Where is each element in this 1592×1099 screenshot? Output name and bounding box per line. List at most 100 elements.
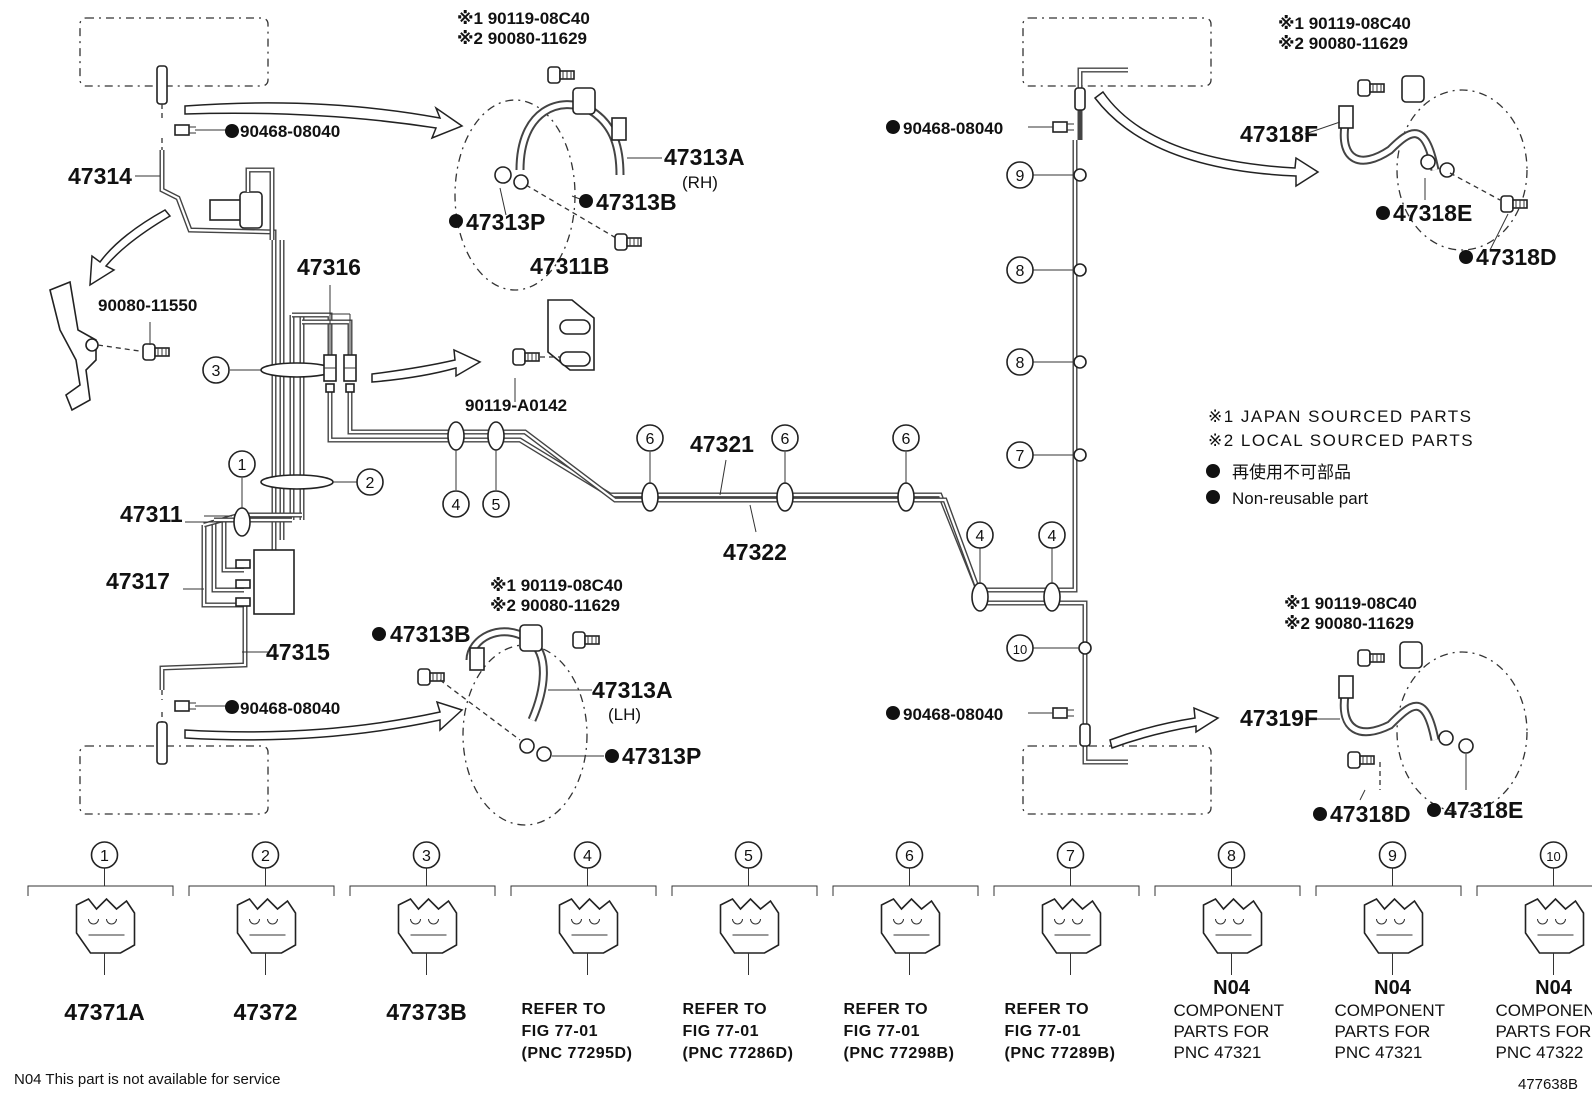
callout-1: 1 bbox=[228, 450, 256, 478]
clamp-text-line: PNC 47321 bbox=[1335, 1043, 1423, 1062]
clamp-6-marker-c bbox=[897, 482, 915, 512]
label-47316: 47316 bbox=[297, 254, 361, 280]
clamp-text-line: COMPONENT bbox=[1335, 1001, 1446, 1020]
clamp-icon bbox=[719, 897, 780, 954]
bolt-ref-top-right-2: ※2 90080-11629 bbox=[1278, 34, 1408, 53]
svg-text:10: 10 bbox=[1013, 642, 1027, 657]
svg-text:6: 6 bbox=[781, 431, 790, 448]
label-47313A-lh: 47313A bbox=[592, 677, 673, 703]
clamp-callout-circle bbox=[895, 841, 924, 869]
clamp-callout-number: 7 bbox=[1066, 848, 1075, 865]
clamp-text-line: PARTS FOR bbox=[1496, 1022, 1592, 1041]
callout-7: 7 bbox=[1006, 441, 1034, 469]
connector-block-icon bbox=[209, 167, 275, 240]
clamp-4-marker-c bbox=[1043, 582, 1061, 612]
bracket-icon bbox=[49, 280, 170, 412]
non-reusable-dot bbox=[372, 627, 386, 641]
hose-47319F bbox=[1338, 641, 1528, 813]
label-47318E-br: 47318E bbox=[1444, 797, 1523, 823]
clamp-text-line: (PNC 77289B) bbox=[1005, 1045, 1116, 1062]
label-47318F: 47318F bbox=[1240, 121, 1318, 147]
label-47321: 47321 bbox=[690, 431, 754, 457]
clamp-text-line: (PNC 77295D) bbox=[522, 1045, 633, 1062]
clamp-callout-circle bbox=[1539, 841, 1568, 869]
clamp-callout-circle bbox=[1217, 841, 1246, 869]
label-47314: 47314 bbox=[68, 163, 132, 189]
clamp-callout-number: 9 bbox=[1388, 848, 1397, 865]
bolt-ref-top-mid-2: ※2 90080-11629 bbox=[457, 29, 587, 48]
clip-7-marker bbox=[1073, 448, 1087, 462]
clamp-text-line: COMPONENT bbox=[1496, 1001, 1592, 1020]
clamp-icon bbox=[1202, 897, 1263, 954]
clamp-callout-circle bbox=[573, 841, 602, 869]
non-reusable-dot bbox=[225, 700, 239, 714]
clamp-text-line: PNC 47321 bbox=[1174, 1043, 1262, 1062]
clamp-text-line: PNC 47322 bbox=[1496, 1043, 1584, 1062]
pipe-bundle bbox=[279, 240, 353, 540]
bracket-47311B bbox=[512, 299, 595, 371]
callout-2: 2 bbox=[356, 468, 384, 496]
arrow-to-47318F bbox=[1093, 90, 1320, 188]
figure-id: 477638B bbox=[1518, 1076, 1578, 1093]
svg-text:4: 4 bbox=[1048, 528, 1057, 545]
right-rear-tube-end bbox=[1052, 707, 1128, 765]
bolt-ref-top-mid-1: ※1 90119-08C40 bbox=[457, 9, 590, 28]
arrow-to-rh-hose bbox=[184, 102, 464, 140]
clamp-text-line: REFER TO bbox=[844, 1001, 929, 1018]
arrow-to-lh-hose bbox=[184, 700, 464, 741]
clamp-text-line: FIG 77-01 bbox=[683, 1023, 760, 1040]
clamp-callout-number: 2 bbox=[261, 848, 270, 865]
clamp-icon bbox=[880, 897, 941, 954]
callout-6a: 6 bbox=[636, 424, 664, 452]
clamp-callout-circle bbox=[412, 841, 441, 869]
clamp-callout-number: 6 bbox=[905, 848, 914, 865]
callout-9: 9 bbox=[1006, 161, 1034, 189]
clamp-text-line: (PNC 77286D) bbox=[683, 1045, 794, 1062]
clamp-part-number: 47373B bbox=[386, 999, 467, 1025]
hose-47313A-rh bbox=[454, 66, 642, 291]
clamp-6-marker-b bbox=[776, 482, 794, 512]
label-47319F: 47319F bbox=[1240, 705, 1318, 731]
clamp-icon bbox=[1363, 897, 1424, 954]
clip-9-marker bbox=[1073, 168, 1087, 182]
clamp-text-line: FIG 77-01 bbox=[522, 1023, 599, 1040]
callout-10: 10 bbox=[1006, 634, 1034, 662]
callout-3: 3 bbox=[202, 356, 230, 384]
label-47315: 47315 bbox=[266, 639, 330, 665]
label-47318E-tr: 47318E bbox=[1393, 200, 1472, 226]
clamp-callout-number: 5 bbox=[744, 848, 753, 865]
clamp-4-marker-b bbox=[971, 582, 989, 612]
svg-text:8: 8 bbox=[1016, 263, 1025, 280]
clamp-callout-number: 4 bbox=[583, 848, 592, 865]
callout-4b: 4 bbox=[966, 521, 994, 549]
clamp-icon bbox=[75, 897, 136, 954]
svg-text:9: 9 bbox=[1016, 168, 1025, 185]
rear-left-cylinder-box bbox=[79, 745, 269, 815]
callout-8a: 8 bbox=[1006, 256, 1034, 284]
label-lh: (LH) bbox=[608, 705, 641, 724]
label-47311B: 47311B bbox=[530, 253, 609, 279]
clamp-code: N04 bbox=[1213, 977, 1251, 999]
clamp-callout-circle bbox=[251, 841, 280, 869]
clip-8-marker-b bbox=[1073, 355, 1087, 369]
label-90468-08040-bl: 90468-08040 bbox=[240, 699, 340, 718]
hose-47313A-lh bbox=[417, 624, 600, 826]
bolt-ref-top-right-1: ※1 90119-08C40 bbox=[1278, 14, 1411, 33]
front-right-cylinder-box bbox=[1022, 17, 1212, 87]
clamp-icon bbox=[1041, 897, 1102, 954]
leader-lines bbox=[135, 121, 1509, 801]
svg-text:4: 4 bbox=[976, 528, 985, 545]
tube-47314 bbox=[156, 65, 277, 550]
clamp-callout-circle bbox=[734, 841, 763, 869]
clamp-text-line: REFER TO bbox=[1005, 1001, 1090, 1018]
callout-6c: 6 bbox=[892, 424, 920, 452]
clamp-callout-circle bbox=[90, 841, 119, 869]
non-reusable-dot bbox=[1376, 206, 1390, 220]
